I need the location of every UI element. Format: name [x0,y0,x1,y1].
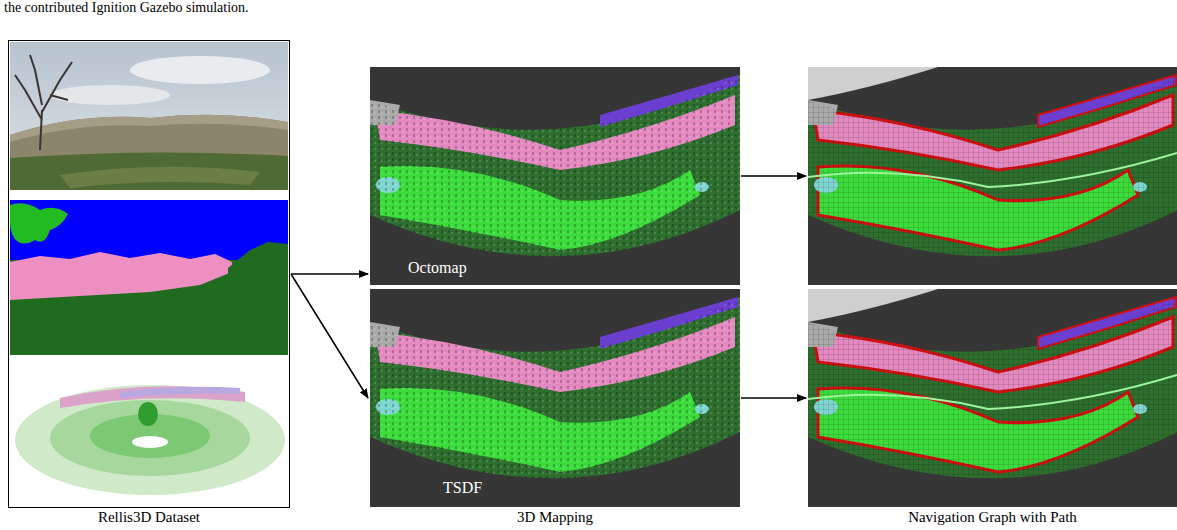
image-panel: Navigation Graph with Path [808,67,1177,507]
seg-hill [228,242,288,355]
seg-reeds [10,252,232,300]
overlay-text: Octomap [408,259,467,276]
panel-caption: Rellis3D Dataset [9,509,289,526]
image-panel: Octomap [370,67,740,285]
navigation-graph-image [808,289,1177,507]
map-image [370,67,740,285]
texture [808,75,1177,256]
unknown-area [808,67,938,100]
grass-light [60,167,260,188]
texture [370,297,740,478]
unknown-area [808,289,938,322]
cloud [50,85,170,105]
map-label: Octomap [408,259,467,277]
seg-ground [10,200,288,355]
cloud [130,56,270,84]
panel-caption: Navigation Graph with Path [808,509,1177,526]
map-background [370,289,740,507]
terrain [370,297,740,478]
reed-tips [10,115,288,142]
terrain [808,75,1177,256]
arrow-connector [741,397,806,399]
cloud-center [132,436,168,448]
map-label: TSDF [443,479,482,497]
arrow-connector [291,274,368,398]
cloud-ring [15,385,285,495]
texture [370,75,740,256]
planned-path [808,375,1177,409]
caption-text: 3D Mapping [517,509,593,525]
map-background [808,289,1177,507]
terrain [808,297,1177,478]
caption-text: Navigation Graph with Path [908,509,1077,525]
texture [808,297,1177,478]
image-content [370,67,740,285]
map-image [370,289,740,507]
arrow-connector [741,175,806,177]
image-content [808,289,1177,507]
cloud-ring [50,400,250,476]
seg-sky [10,200,288,260]
navigation-graph-image [808,67,1177,285]
overlay-text: TSDF [443,479,482,496]
label-text: the contributed Ignition Gazebo simulati… [4,0,249,15]
sky [10,42,288,190]
seg-tree [10,203,68,243]
panel-caption: 3D Mapping [370,509,740,526]
tree [15,55,72,150]
grass [10,152,288,190]
cloud-tree [138,402,158,426]
terrain [370,75,740,256]
map-background [808,67,1177,285]
cloud-ground [10,360,288,508]
cloud-sky [120,387,240,398]
caption-text: Rellis3D Dataset [98,509,200,525]
image-content [370,289,740,507]
planned-path [808,153,1177,187]
image-content [808,67,1177,285]
arrow-connector [291,273,368,275]
image-panel: TSDF [370,289,740,507]
map-background [370,67,740,285]
image-panel: Rellis3D Dataset [8,40,290,508]
image-panel: 3D MappingOctomapTSDF [370,67,740,507]
running-text: the contributed Ignition Gazebo simulati… [4,0,249,15]
